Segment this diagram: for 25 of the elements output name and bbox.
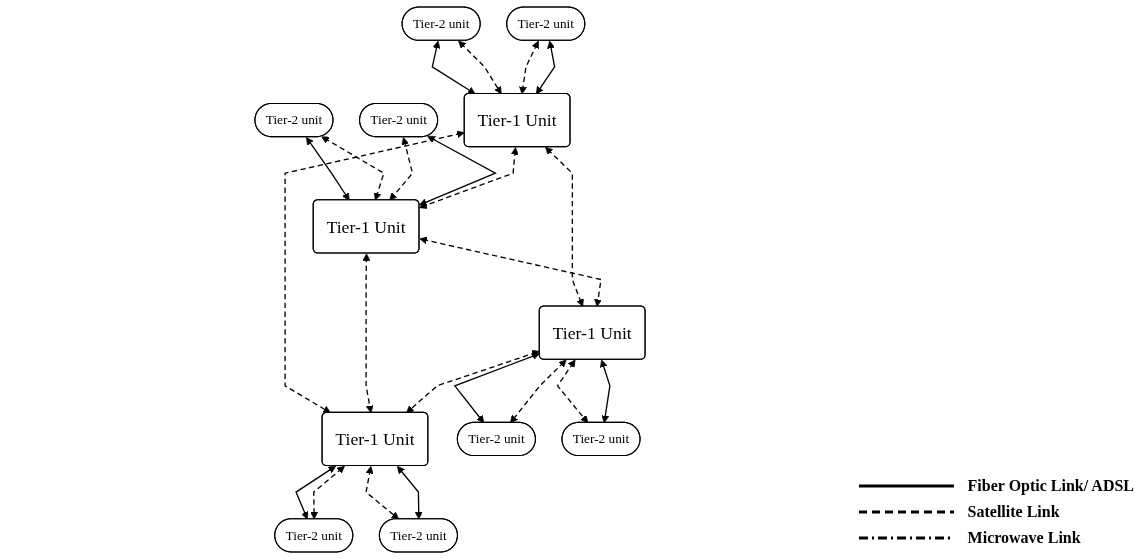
arrow	[362, 253, 374, 414]
arrow	[397, 465, 423, 520]
arrow	[295, 465, 336, 520]
arrow	[419, 135, 497, 206]
legend-label: Microwave Link	[967, 529, 1081, 547]
arrow	[406, 349, 540, 414]
arrow	[419, 236, 602, 307]
arrow	[306, 137, 350, 201]
arrow	[600, 359, 611, 424]
arrow	[510, 359, 567, 424]
legend-label: Satellite Link	[967, 503, 1060, 521]
arrow	[365, 465, 400, 520]
arrow	[431, 40, 476, 95]
arrow	[321, 136, 385, 201]
arrow	[556, 359, 589, 424]
arrow	[458, 40, 502, 95]
arrow	[519, 40, 539, 95]
arrow	[453, 352, 540, 424]
legend-label: Fiber Optic Link/ ADSL	[967, 477, 1134, 495]
arrow	[284, 130, 465, 414]
arrow	[310, 465, 345, 520]
arrow	[545, 146, 584, 307]
arrow	[389, 137, 414, 201]
arrow	[419, 147, 519, 209]
arrow	[535, 40, 556, 95]
